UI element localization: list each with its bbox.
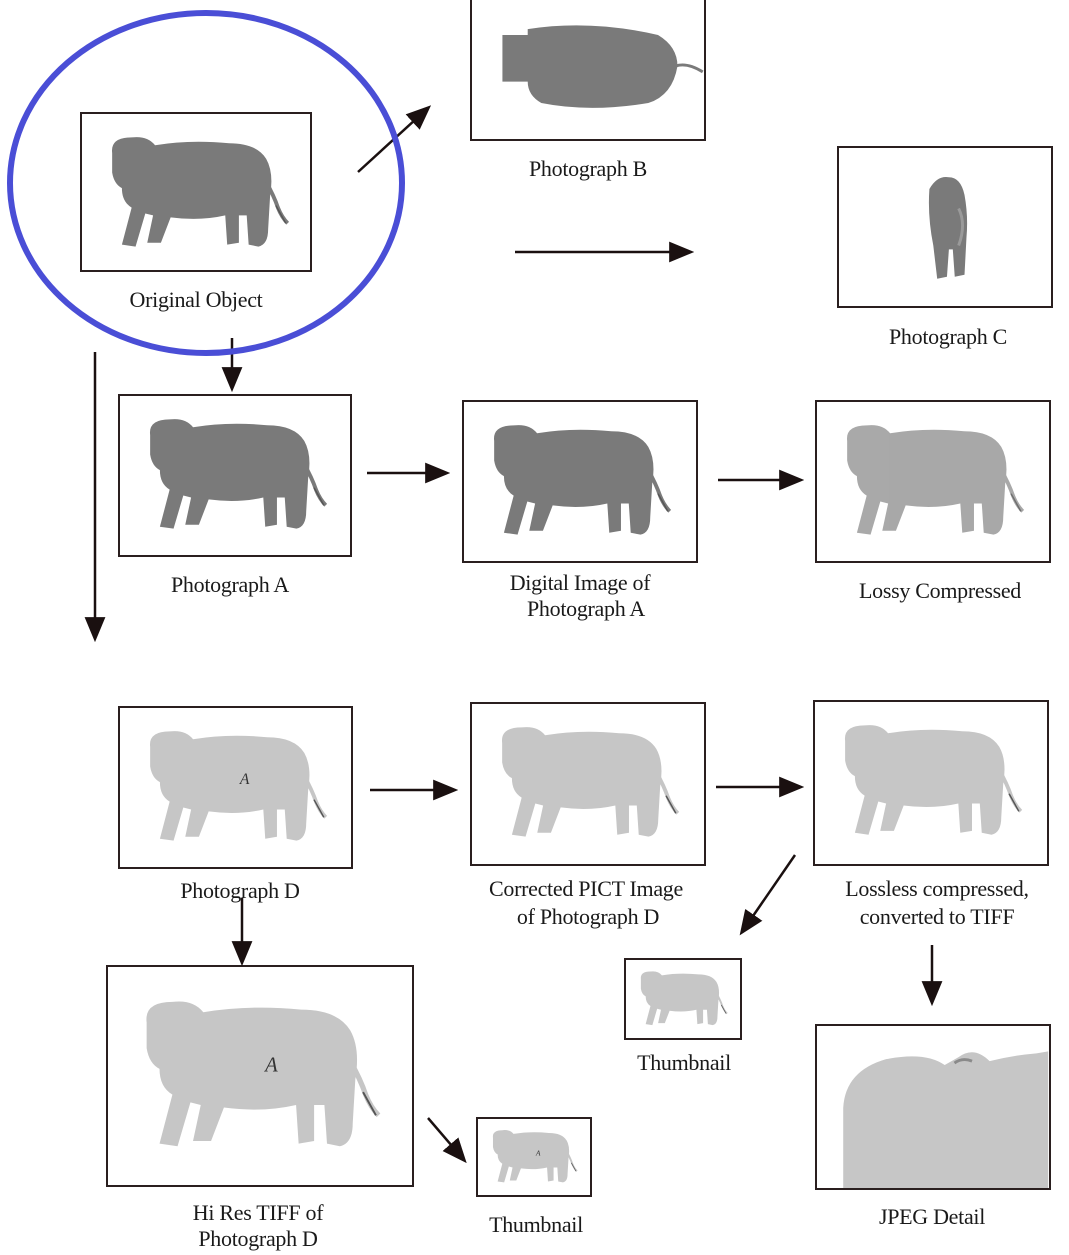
corrected-pict-box bbox=[470, 702, 706, 866]
cow-body bbox=[494, 425, 653, 535]
cow-body bbox=[150, 731, 309, 841]
cow-body bbox=[146, 1002, 357, 1147]
arrow-original-to-photo-b bbox=[358, 108, 428, 172]
thumbnail-right-label: Thumbnail bbox=[614, 1050, 754, 1076]
digital-image-box bbox=[462, 400, 698, 563]
lossy-compressed-box bbox=[815, 400, 1051, 563]
cow-body bbox=[641, 971, 719, 1025]
marker-mark: A bbox=[239, 771, 250, 788]
cow-body bbox=[493, 1130, 569, 1182]
lossy-compressed-label: Lossy Compressed bbox=[830, 578, 1050, 604]
corrected-pict-label-line1: Corrected PICT Image bbox=[456, 876, 716, 902]
cow-closeup-icon bbox=[817, 1026, 1049, 1188]
lossless-compressed-label-line2: converted to TIFF bbox=[822, 904, 1052, 930]
cow-body bbox=[847, 425, 1006, 535]
cow-front-silhouette-icon bbox=[839, 148, 1051, 306]
photograph-d-box: A bbox=[118, 706, 353, 869]
original-object-box bbox=[80, 112, 312, 272]
marker-mark: A bbox=[535, 1148, 541, 1157]
thumbnail-right-box bbox=[624, 958, 742, 1040]
photograph-c-label: Photograph C bbox=[858, 324, 1038, 350]
arrow-hires-to-thumbnail bbox=[428, 1118, 464, 1160]
arrow-lossless-to-thumbnail bbox=[742, 855, 795, 932]
digital-image-label-line2: Photograph A bbox=[486, 596, 686, 622]
photograph-d-label: Photograph D bbox=[140, 878, 340, 904]
cow-body bbox=[112, 137, 271, 247]
hires-tiff-box: A bbox=[106, 965, 414, 1187]
photograph-b-box bbox=[470, 0, 706, 141]
jpeg-detail-box bbox=[815, 1024, 1051, 1190]
hires-tiff-label-line2: Photograph D bbox=[158, 1226, 358, 1252]
thumbnail-bottom-box: A bbox=[476, 1117, 592, 1197]
corrected-pict-label-line2: of Photograph D bbox=[478, 904, 698, 930]
original-object-label: Original Object bbox=[96, 287, 296, 313]
lossless-compressed-box bbox=[813, 700, 1049, 866]
jpeg-detail-label: JPEG Detail bbox=[842, 1204, 1022, 1230]
cow-body bbox=[502, 727, 662, 837]
thumbnail-bottom-label: Thumbnail bbox=[466, 1212, 606, 1238]
photograph-a-box bbox=[118, 394, 352, 557]
cow-silhouette-icon bbox=[82, 114, 310, 270]
marker-mark: A bbox=[263, 1054, 278, 1076]
cow-rear-silhouette-icon bbox=[472, 0, 704, 139]
photograph-a-label: Photograph A bbox=[130, 572, 330, 598]
photograph-c-box bbox=[837, 146, 1053, 308]
lossless-compressed-label-line1: Lossless compressed, bbox=[812, 876, 1062, 902]
hires-tiff-label-line1: Hi Res TIFF of bbox=[158, 1200, 358, 1226]
cow-body bbox=[845, 725, 1005, 835]
photograph-b-label: Photograph B bbox=[488, 156, 688, 182]
digital-image-label-line1: Digital Image of bbox=[480, 570, 680, 596]
cow-body bbox=[150, 419, 309, 529]
